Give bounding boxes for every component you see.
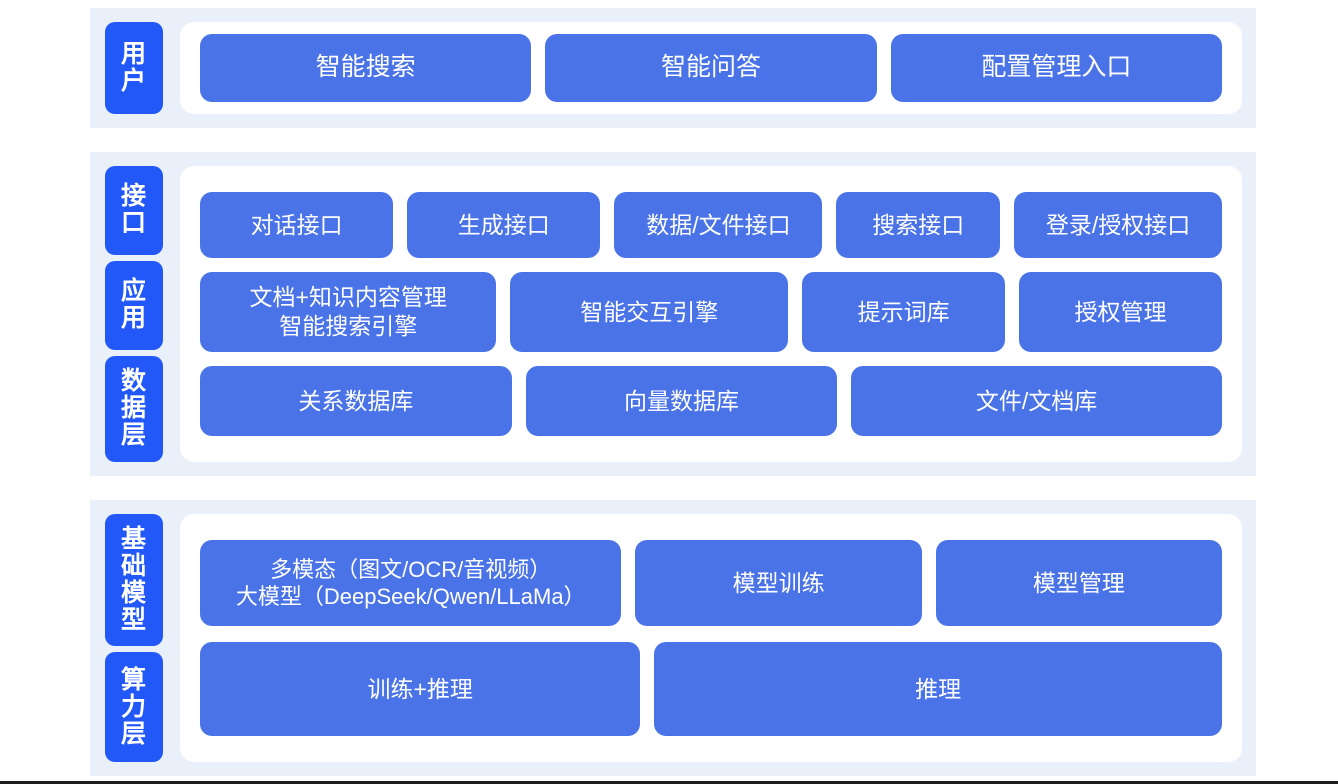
section-platform-layers: 接口 应用 数据层 对话接口 生成接口 数据/文件接口 搜索接口 登录/授权接口… xyxy=(90,152,1256,476)
label-column-platform: 接口 应用 数据层 xyxy=(90,152,178,476)
layer-label-foundation-model: 基础模型 xyxy=(105,514,163,646)
tile-intelligent-interaction-engine[interactable]: 智能交互引擎 xyxy=(510,272,789,352)
row-interface-tiles: 对话接口 生成接口 数据/文件接口 搜索接口 登录/授权接口 xyxy=(200,192,1223,258)
tile-config-management-entry[interactable]: 配置管理入口 xyxy=(890,34,1222,102)
card-user-layer: 智能搜索 智能问答 配置管理入口 xyxy=(180,22,1242,114)
tile-model-training[interactable]: 模型训练 xyxy=(635,540,922,626)
tile-multimodal-large-model[interactable]: 多模态（图文/OCR/音视频） 大模型（DeepSeek/Qwen/LLaMa） xyxy=(200,540,622,626)
layer-label-compute: 算力层 xyxy=(105,652,163,762)
card-infrastructure-layers: 多模态（图文/OCR/音视频） 大模型（DeepSeek/Qwen/LLaMa）… xyxy=(180,514,1242,762)
label-column-infrastructure: 基础模型 算力层 xyxy=(90,500,178,776)
tile-data-file-api[interactable]: 数据/文件接口 xyxy=(614,192,823,258)
tile-relational-database[interactable]: 关系数据库 xyxy=(200,366,512,436)
section-infrastructure-layers: 基础模型 算力层 多模态（图文/OCR/音视频） 大模型（DeepSeek/Qw… xyxy=(90,500,1256,776)
layer-label-interface: 接口 xyxy=(105,166,163,255)
tile-vector-database[interactable]: 向量数据库 xyxy=(525,366,838,436)
row-application-tiles: 文档+知识内容管理 智能搜索引擎 智能交互引擎 提示词库 授权管理 xyxy=(200,272,1222,352)
layer-label-application: 应用 xyxy=(105,260,163,350)
bottom-divider-rule xyxy=(0,781,1338,784)
tile-login-auth-api[interactable]: 登录/授权接口 xyxy=(1014,192,1223,258)
row-model-tiles: 多模态（图文/OCR/音视频） 大模型（DeepSeek/Qwen/LLaMa）… xyxy=(200,540,1222,626)
tile-search-api[interactable]: 搜索接口 xyxy=(836,192,1001,258)
tile-prompt-library[interactable]: 提示词库 xyxy=(802,272,1006,352)
tile-intelligent-qa[interactable]: 智能问答 xyxy=(545,34,877,102)
tile-dialog-api[interactable]: 对话接口 xyxy=(200,192,394,258)
label-column-user: 用户 xyxy=(90,8,178,128)
tile-doc-knowledge-content-management[interactable]: 文档+知识内容管理 智能搜索引擎 xyxy=(200,272,497,352)
layer-label-data: 数据层 xyxy=(105,355,163,462)
tile-training-plus-inference[interactable]: 训练+推理 xyxy=(200,642,641,736)
tile-generation-api[interactable]: 生成接口 xyxy=(407,192,601,258)
tile-intelligent-search[interactable]: 智能搜索 xyxy=(200,34,532,102)
tile-authorization-management[interactable]: 授权管理 xyxy=(1019,272,1222,352)
tile-model-management[interactable]: 模型管理 xyxy=(935,540,1222,626)
layer-label-user: 用户 xyxy=(105,22,163,114)
row-data-tiles: 关系数据库 向量数据库 文件/文档库 xyxy=(200,366,1222,436)
card-platform-layers: 对话接口 生成接口 数据/文件接口 搜索接口 登录/授权接口 文档+知识内容管理… xyxy=(180,166,1242,462)
row-user-entries: 智能搜索 智能问答 配置管理入口 xyxy=(200,34,1222,102)
tile-inference[interactable]: 推理 xyxy=(654,642,1222,736)
row-compute-tiles: 训练+推理 推理 xyxy=(200,642,1222,736)
section-user-layer: 用户 智能搜索 智能问答 配置管理入口 xyxy=(90,8,1256,128)
tile-file-document-store[interactable]: 文件/文档库 xyxy=(851,366,1222,436)
